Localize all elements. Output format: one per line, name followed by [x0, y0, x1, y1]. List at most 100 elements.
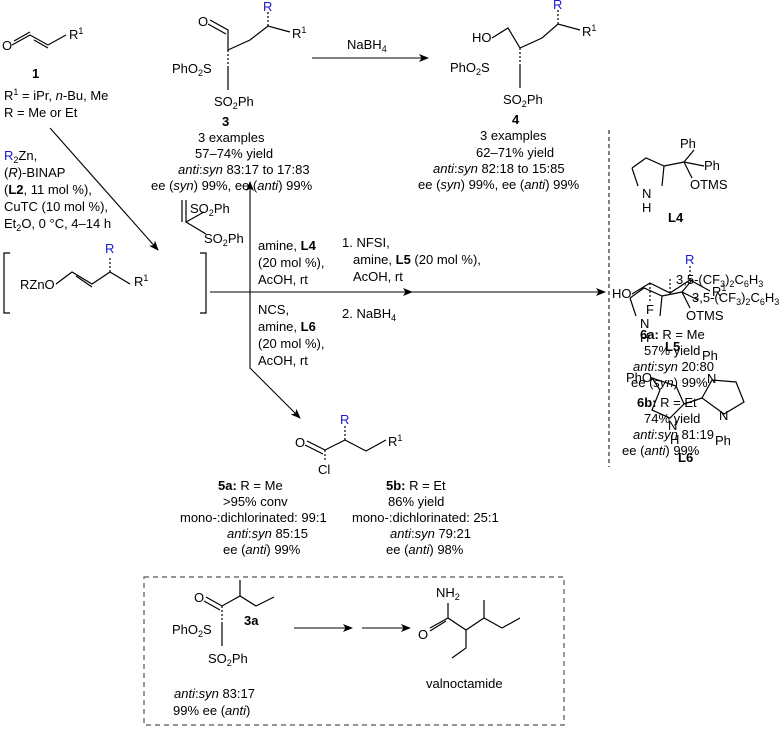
product-6: HO R R1 F 6a: R = Me 57% yield anti:syn … [612, 252, 726, 458]
ligand-l4: N H Ph Ph OTMS L4 [631, 136, 728, 225]
svg-text:PhO2S: PhO2S [450, 60, 490, 77]
conditions-l4: amine, L4 (20 mol %), AcOH, rt [258, 238, 324, 287]
svg-text:L6: L6 [678, 450, 693, 465]
svg-text:L4: L4 [668, 210, 684, 225]
svg-text:RZnO: RZnO [20, 277, 55, 292]
svg-text:R: R [553, 0, 562, 12]
sm-aldehyde-o: O [2, 38, 12, 53]
svg-text:F: F [646, 302, 654, 317]
svg-text:1. NFSI,: 1. NFSI, [342, 235, 390, 250]
svg-text:57% yield: 57% yield [644, 343, 700, 358]
svg-text:anti:syn 82:18 to 15:85: anti:syn 82:18 to 15:85 [433, 161, 565, 176]
svg-text:R1: R1 [388, 433, 402, 449]
svg-text:N: N [719, 408, 728, 423]
svg-text:O: O [198, 14, 208, 29]
compound-number-4: 4 [512, 112, 520, 127]
svg-text:anti:syn 83:17: anti:syn 83:17 [174, 686, 255, 701]
conditions-l5: 1. NFSI, amine, L5 (20 mol %), AcOH, rt … [342, 235, 481, 323]
svg-text:62–71% yield: 62–71% yield [476, 145, 554, 160]
reaction-arrows [210, 54, 606, 419]
svg-text:SO2Ph: SO2Ph [214, 94, 254, 111]
svg-text:99% ee (anti): 99% ee (anti) [173, 703, 250, 718]
svg-text:R1: R1 [134, 273, 148, 289]
svg-text:3,5-(CF3)2C6H3: 3,5-(CF3)2C6H3 [692, 290, 779, 307]
svg-text:AcOH, rt: AcOH, rt [353, 269, 403, 284]
svg-text:R1: R1 [582, 23, 596, 39]
svg-text:NCS,: NCS, [258, 302, 289, 317]
svg-text:amine, L4: amine, L4 [258, 238, 317, 253]
svg-text:O: O [418, 627, 428, 642]
svg-text:N: N [642, 186, 651, 201]
svg-text:SO2Ph: SO2Ph [208, 651, 248, 668]
svg-text:ee (anti) 98%: ee (anti) 98% [386, 542, 464, 557]
svg-text:86% yield: 86% yield [388, 494, 444, 509]
svg-text:3 examples: 3 examples [198, 130, 265, 145]
conditions-l6: NCS, amine, L6 (20 mol %), AcOH, rt [258, 302, 324, 368]
svg-text:PhO2S: PhO2S [172, 622, 212, 639]
r1-definition: R1 = iPr, n-Bu, Me [4, 87, 108, 103]
product-3: O R R1 PhO2S SO2Ph 3 3 examples 57–74% y… [151, 0, 313, 193]
vinyl-bis-sulfone: SO2Ph SO2Ph [181, 200, 244, 248]
svg-text:NaBH4: NaBH4 [347, 37, 387, 54]
svg-text:SO2Ph: SO2Ph [204, 231, 244, 248]
svg-text:R1: R1 [69, 26, 83, 42]
svg-text:N: N [640, 316, 649, 331]
svg-text:anti:syn 20:80: anti:syn 20:80 [633, 359, 714, 374]
svg-text:anti:syn 85:15: anti:syn 85:15 [227, 526, 308, 541]
compound-number-1: 1 [32, 66, 39, 81]
svg-text:ee (syn) 99%, ee (anti) 99%: ee (syn) 99%, ee (anti) 99% [151, 178, 313, 193]
svg-text:SO2Ph: SO2Ph [503, 92, 543, 109]
svg-text:ee (anti) 99%: ee (anti) 99% [622, 443, 700, 458]
svg-text:3,5-(CF3)2C6H3: 3,5-(CF3)2C6H3 [676, 272, 763, 289]
svg-text:ee (syn) 99%: ee (syn) 99% [631, 375, 708, 390]
svg-text:R: R [685, 252, 694, 267]
svg-text:CuTC (10 mol %),: CuTC (10 mol %), [4, 199, 108, 214]
svg-text:R1: R1 [712, 283, 726, 299]
svg-text:mono-:dichlorinated: 99:1: mono-:dichlorinated: 99:1 [180, 510, 327, 525]
svg-text:R1: R1 [292, 25, 306, 41]
compound-number-3a: 3a [244, 613, 259, 628]
svg-text:amine, L6: amine, L6 [258, 319, 316, 334]
svg-text:amine, L5 (20 mol %),: amine, L5 (20 mol %), [353, 252, 481, 267]
svg-text:74% yield: 74% yield [644, 411, 700, 426]
svg-text:57–74% yield: 57–74% yield [195, 146, 273, 161]
svg-text:5b: R = Et: 5b: R = Et [386, 478, 446, 493]
svg-text:6b: R = Et: 6b: R = Et [637, 395, 697, 410]
svg-text:anti:syn 83:17 to 17:83: anti:syn 83:17 to 17:83 [178, 162, 310, 177]
svg-text:Ph: Ph [715, 433, 731, 448]
svg-text:H: H [640, 330, 649, 345]
svg-text:>95% conv: >95% conv [223, 494, 288, 509]
svg-text:AcOH, rt: AcOH, rt [258, 272, 308, 287]
product-5: O R R1 Cl 5a: R = Me >95% conv mono-:dic… [180, 412, 499, 557]
svg-text:anti:syn 81:19: anti:syn 81:19 [633, 427, 714, 442]
svg-text:mono-:dichlorinated: 25:1: mono-:dichlorinated: 25:1 [352, 510, 499, 525]
svg-text:6a: R = Me: 6a: R = Me [640, 327, 705, 342]
zinc-enolate-intermediate: RZnO R R1 [3, 241, 207, 314]
product-4: HO R R1 PhO2S SO2Ph 4 3 examples 62–71% … [418, 0, 596, 192]
r-definition: R = Me or Et [4, 105, 78, 120]
compound-3a: O PhO2S SO2Ph 3a anti:syn 83:17 99% ee (… [172, 580, 275, 718]
svg-text:O: O [194, 590, 204, 605]
svg-text:Ph: Ph [680, 136, 696, 151]
svg-text:N: N [668, 418, 677, 433]
svg-text:2. NaBH4: 2. NaBH4 [342, 306, 396, 323]
svg-text:3 examples: 3 examples [480, 128, 547, 143]
starting-material-1: O R1 1 R1 = iPr, n-Bu, Me R = Me or Et [2, 26, 108, 120]
svg-text:OTMS: OTMS [690, 177, 728, 192]
svg-text:H: H [670, 432, 679, 447]
conditions-nabh4: NaBH4 [347, 37, 387, 54]
compound-number-3: 3 [222, 114, 229, 129]
svg-text:PhO: PhO [626, 370, 652, 385]
svg-text:(20 mol %),: (20 mol %), [258, 336, 324, 351]
application-box [143, 576, 565, 726]
ligand-l5: N H 3,5-(CF3)2C6H3 3,5-(CF3)2C6H3 OTMS L… [629, 272, 779, 354]
svg-text:HO: HO [472, 30, 492, 45]
svg-text:5a: R = Me: 5a: R = Me [218, 478, 283, 493]
svg-text:(R)-BINAP: (R)-BINAP [4, 165, 65, 180]
conjugate-addition-conditions: R2Zn, (R)-BINAP (L2, 11 mol %), CuTC (10… [4, 127, 159, 251]
svg-text:R: R [340, 412, 349, 427]
svg-text:Et2O, 0 °C, 4–14 h: Et2O, 0 °C, 4–14 h [4, 216, 111, 233]
svg-text:NH2: NH2 [436, 585, 460, 602]
svg-text:Ph: Ph [704, 158, 720, 173]
